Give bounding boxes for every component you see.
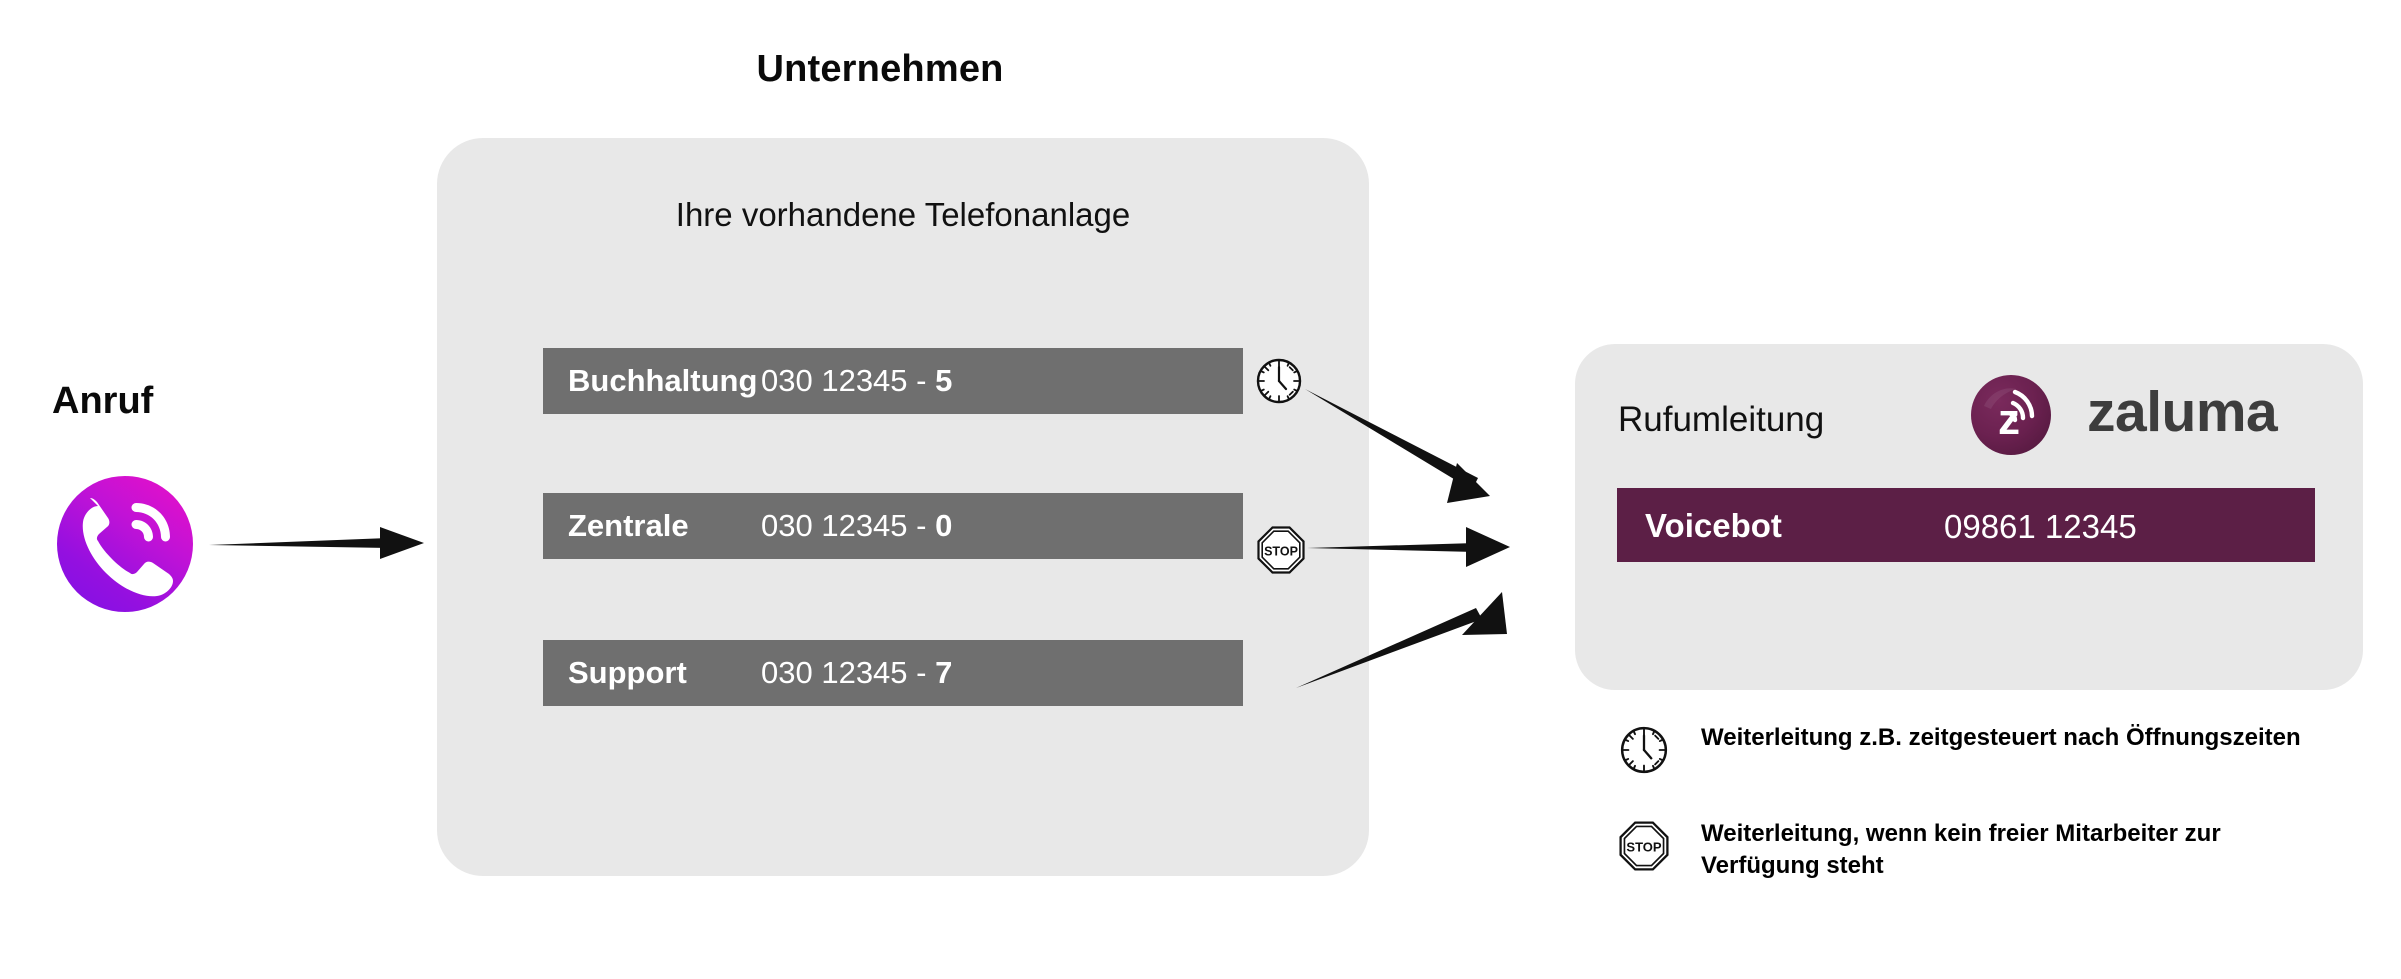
legend-text: Weiterleitung z.B. zeitgesteuert nach Öf…: [1701, 724, 2301, 751]
department-number: 030 12345 - 5: [761, 363, 952, 399]
clock-icon: [1254, 356, 1304, 406]
call-label: Anruf: [52, 380, 154, 422]
stop-icon: STOP: [1256, 525, 1306, 575]
department-number-prefix: 030 12345 -: [761, 655, 936, 690]
svg-text:z: z: [1998, 395, 2020, 444]
phone-call-icon: [57, 476, 193, 612]
department-row-support[interactable]: Support 030 12345 - 7: [543, 640, 1243, 706]
zaluma-wordmark: zaluma: [2087, 380, 2278, 444]
department-name: Buchhaltung: [568, 363, 758, 398]
voicebot-row[interactable]: [1617, 488, 2315, 562]
department-number: 030 12345 - 0: [761, 508, 952, 544]
clock-icon: [1618, 724, 1670, 776]
department-row-zentrale[interactable]: Zentrale 030 12345 - 0: [543, 493, 1243, 559]
legend-text: Weiterleitung, wenn kein freier Mitarbei…: [1701, 820, 2221, 879]
department-name: Support: [568, 655, 687, 690]
zaluma-z-signal-icon: z: [1968, 372, 2054, 458]
department-row-buchhaltung[interactable]: Buchhaltung 030 12345 - 5: [543, 348, 1243, 414]
svg-text:STOP: STOP: [1264, 545, 1298, 559]
department-extension: 5: [935, 363, 953, 398]
page-title: Unternehmen: [756, 48, 1004, 90]
department-number-prefix: 030 12345 -: [761, 363, 936, 398]
stop-icon: STOP: [1618, 820, 1670, 872]
pbx-subtitle: Ihre vorhandene Telefonanlage: [675, 196, 1131, 233]
forwarding-label: Rufumleitung: [1618, 400, 1825, 439]
voicebot-number: 09861 12345: [1944, 508, 2137, 545]
department-extension: 0: [935, 508, 953, 543]
department-number: 030 12345 - 7: [761, 655, 952, 691]
department-extension: 7: [935, 655, 953, 690]
arrow-call-to-pbx: [209, 527, 424, 559]
svg-text:STOP: STOP: [1626, 840, 1661, 855]
department-number-prefix: 030 12345 -: [761, 508, 936, 543]
department-name: Zentrale: [568, 508, 689, 543]
voicebot-name: Voicebot: [1645, 507, 1782, 544]
